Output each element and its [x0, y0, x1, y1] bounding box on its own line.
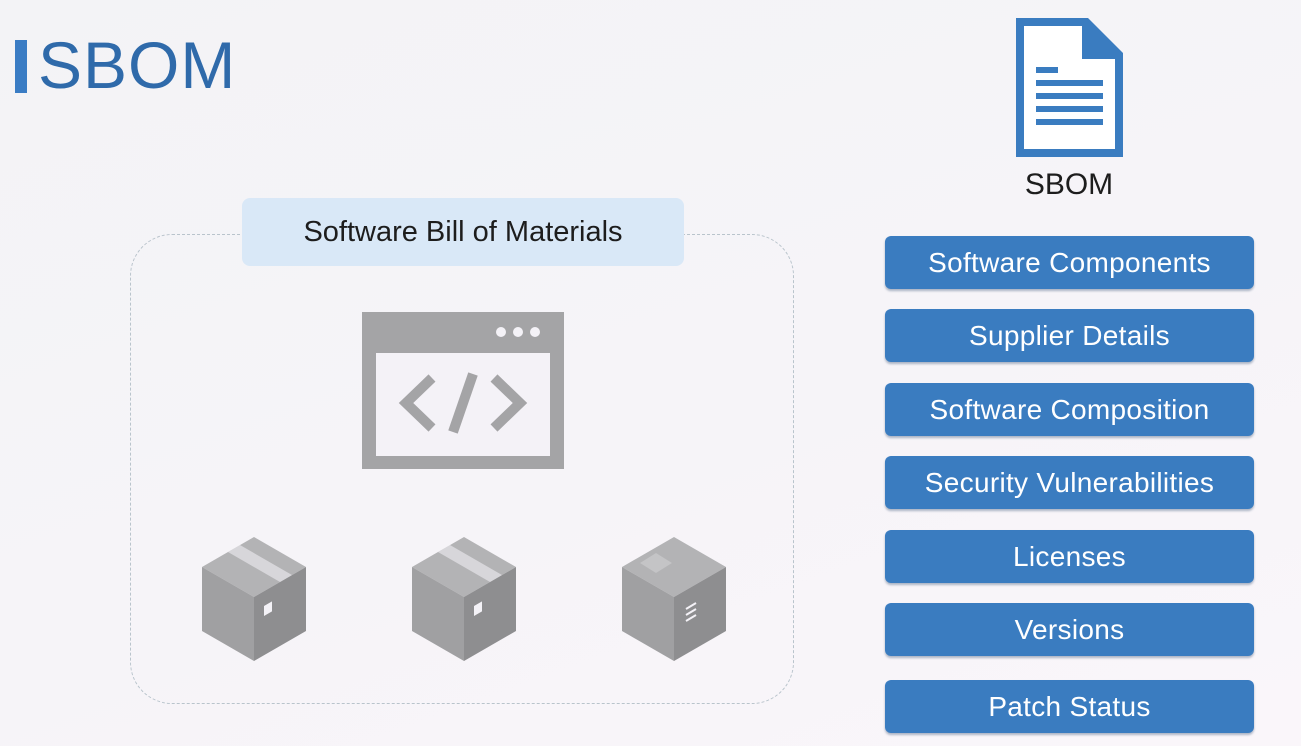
attribute-patch-status: Patch Status: [885, 680, 1254, 733]
browser-code-icon: [362, 312, 564, 469]
package-icon: [412, 537, 516, 661]
package-icon: [622, 537, 726, 661]
diagram-heading: Software Bill of Materials: [242, 198, 684, 266]
document-icon: [1016, 18, 1123, 157]
title-accent-bar: [15, 40, 27, 93]
attribute-security-vulnerabilities: Security Vulnerabilities: [885, 456, 1254, 509]
attribute-versions: Versions: [885, 603, 1254, 656]
attribute-licenses: Licenses: [885, 530, 1254, 583]
attribute-software-components: Software Components: [885, 236, 1254, 289]
package-icon: [202, 537, 306, 661]
document-label: SBOM: [1024, 168, 1114, 201]
page-title: SBOM: [38, 28, 237, 102]
attribute-supplier-details: Supplier Details: [885, 309, 1254, 362]
attribute-software-composition: Software Composition: [885, 383, 1254, 436]
